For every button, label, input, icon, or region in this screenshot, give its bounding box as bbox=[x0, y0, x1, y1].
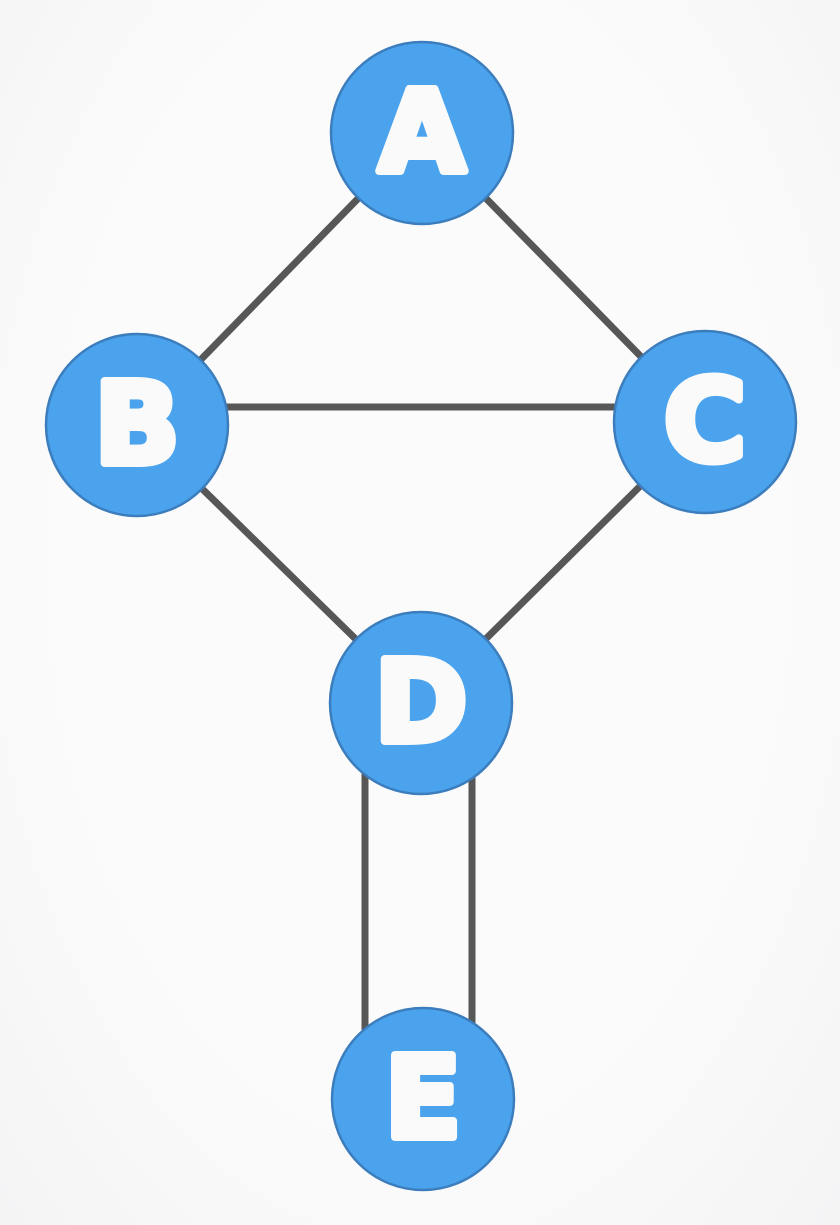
node-D: D bbox=[328, 610, 514, 796]
node-D-circle bbox=[328, 610, 514, 796]
node-A-label: A bbox=[379, 68, 466, 198]
node-E: E bbox=[330, 1006, 516, 1192]
node-D-label: D bbox=[375, 638, 468, 768]
node-B-circle bbox=[44, 332, 230, 518]
node-A-circle bbox=[329, 40, 515, 226]
node-E-label: E bbox=[385, 1034, 462, 1164]
node-C-circle bbox=[612, 329, 798, 515]
node-B-label: B bbox=[94, 360, 179, 490]
node-C: C bbox=[612, 329, 798, 515]
node-A: A bbox=[329, 40, 515, 226]
node-layer: A B C D E bbox=[44, 40, 798, 1192]
node-B: B bbox=[44, 332, 230, 518]
node-E-circle bbox=[330, 1006, 516, 1192]
node-C-label: C bbox=[664, 357, 746, 487]
